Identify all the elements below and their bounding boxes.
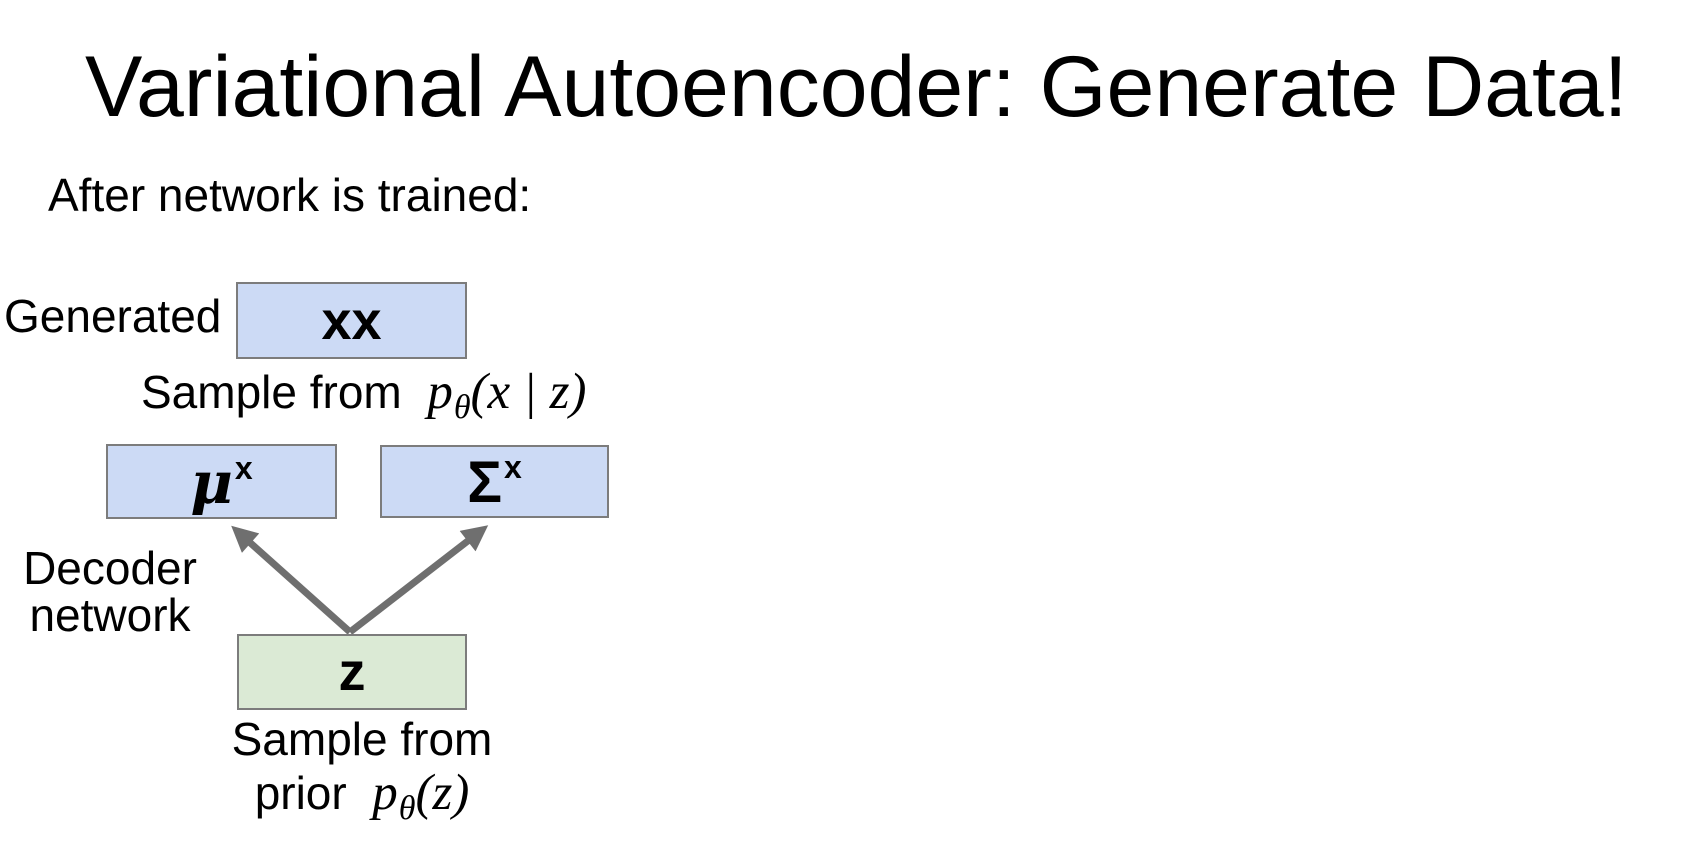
sample-from-prior-label: Sample from prior pθ(z) [192, 714, 532, 827]
math-theta-subscript: θ [453, 389, 471, 426]
z-box: z [237, 634, 467, 710]
arrow-z-to-sigma [347, 525, 489, 635]
sigma-symbol: Σ [467, 450, 502, 515]
sigma-superscript-x: x [504, 449, 522, 485]
math-p2: p [372, 764, 398, 821]
z-box-label: z [338, 642, 366, 702]
x-box-label: xx [321, 290, 382, 351]
pxz-math: pθ(x | z) [427, 364, 587, 426]
sample-from-pxz-label: Sample from pθ(x | z) [141, 362, 587, 429]
mu-x-box: μx [106, 444, 337, 519]
math-p: p [427, 364, 453, 420]
sample-from-text: Sample from [141, 366, 402, 418]
mu-x-label: μx [190, 452, 252, 512]
pz-math: pθ(z) [372, 764, 470, 827]
generated-x-box: xx [236, 282, 467, 359]
slide-title: Variational Autoencoder: Generate Data! [85, 39, 1628, 135]
sigma-x-label: Σx [467, 451, 522, 512]
prior-line1: Sample from [231, 713, 493, 765]
generated-label: Generated [4, 290, 222, 342]
subtitle-after-trained: After network is trained: [48, 169, 532, 221]
mu-superscript-x: x [234, 449, 253, 486]
sigma-x-box: Σx [380, 445, 609, 518]
prior-line2: prior pθ(z) [192, 765, 532, 827]
arrow-z-to-mu [231, 525, 353, 635]
math-x-given-z: (x | z) [470, 364, 587, 420]
decoder-network-line1: Decoder [23, 542, 197, 594]
decoder-network-line2: network [29, 588, 191, 641]
math-theta-subscript2: θ [398, 789, 416, 827]
math-z-args: (z) [415, 764, 470, 821]
prior-text: prior [254, 766, 347, 819]
decoder-network-label: Decoder network [10, 545, 210, 639]
mu-symbol: μ [190, 448, 233, 517]
